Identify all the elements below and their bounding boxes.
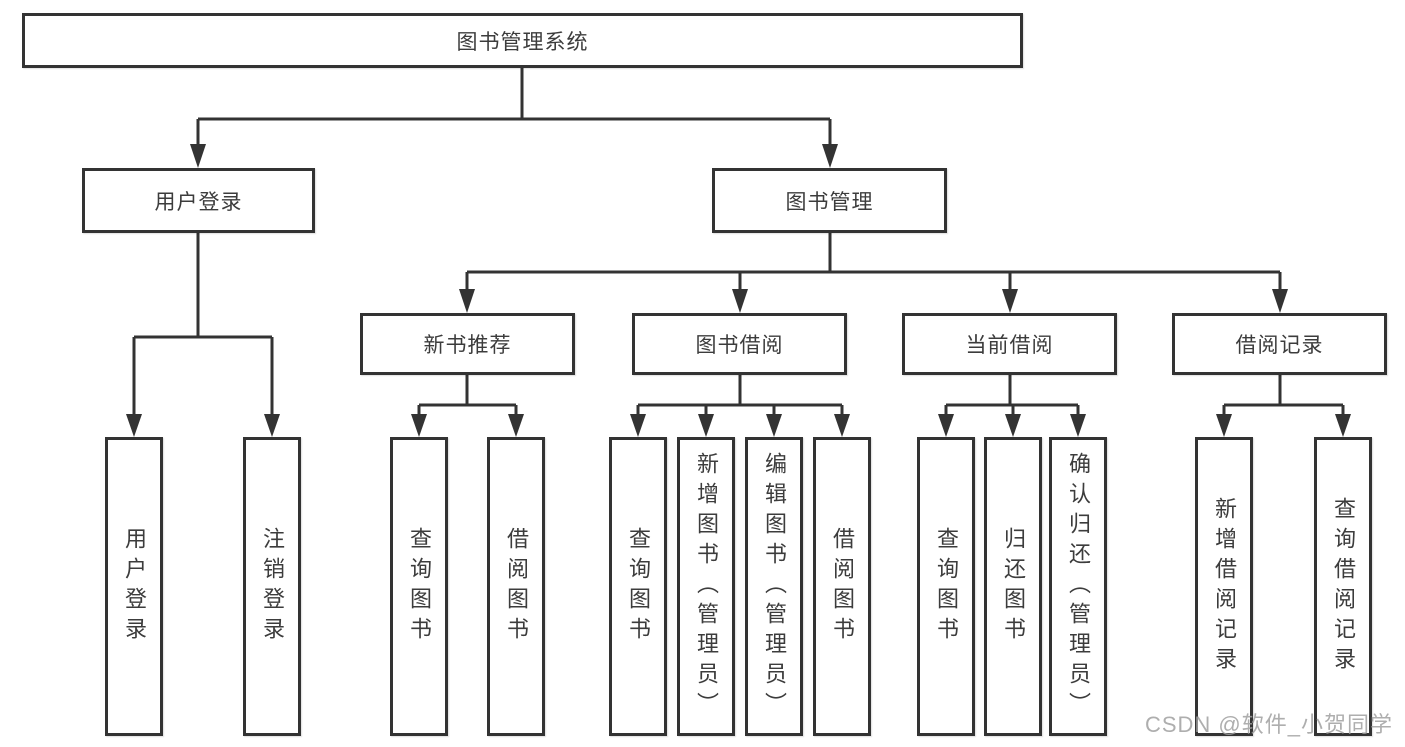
node-library-management-system: 图书管理系统 [22,13,1023,68]
node-book-borrowing: 图书借阅 [632,313,847,375]
node-new-book-recommendation: 新书推荐 [360,313,575,375]
node-user-login: 用户登录 [82,168,315,233]
leaf-query-books-recommend: 查询图书 [390,437,448,736]
node-book-management: 图书管理 [712,168,947,233]
leaf-borrow-books-recommend: 借阅图书 [487,437,545,736]
leaf-edit-books-admin: 编辑图书（管理员） [745,437,803,736]
leaf-add-borrow-record: 新增借阅记录 [1195,437,1253,736]
leaf-query-borrow-record: 查询借阅记录 [1314,437,1372,736]
leaf-confirm-return-admin: 确认归还（管理员） [1049,437,1107,736]
leaf-borrow-books: 借阅图书 [813,437,871,736]
node-current-borrowing: 当前借阅 [902,313,1117,375]
csdn-watermark: CSDN @软件_小贺同学 [1144,712,1393,737]
leaf-logout: 注销登录 [243,437,301,736]
arrowheads [126,144,1351,437]
leaf-query-books-borrow: 查询图书 [609,437,667,736]
leaf-query-books-current: 查询图书 [917,437,975,736]
leaf-return-books: 归还图书 [984,437,1042,736]
node-borrowing-records: 借阅记录 [1172,313,1387,375]
leaf-add-books-admin: 新增图书（管理员） [677,437,735,736]
leaf-user-login: 用户登录 [105,437,163,736]
